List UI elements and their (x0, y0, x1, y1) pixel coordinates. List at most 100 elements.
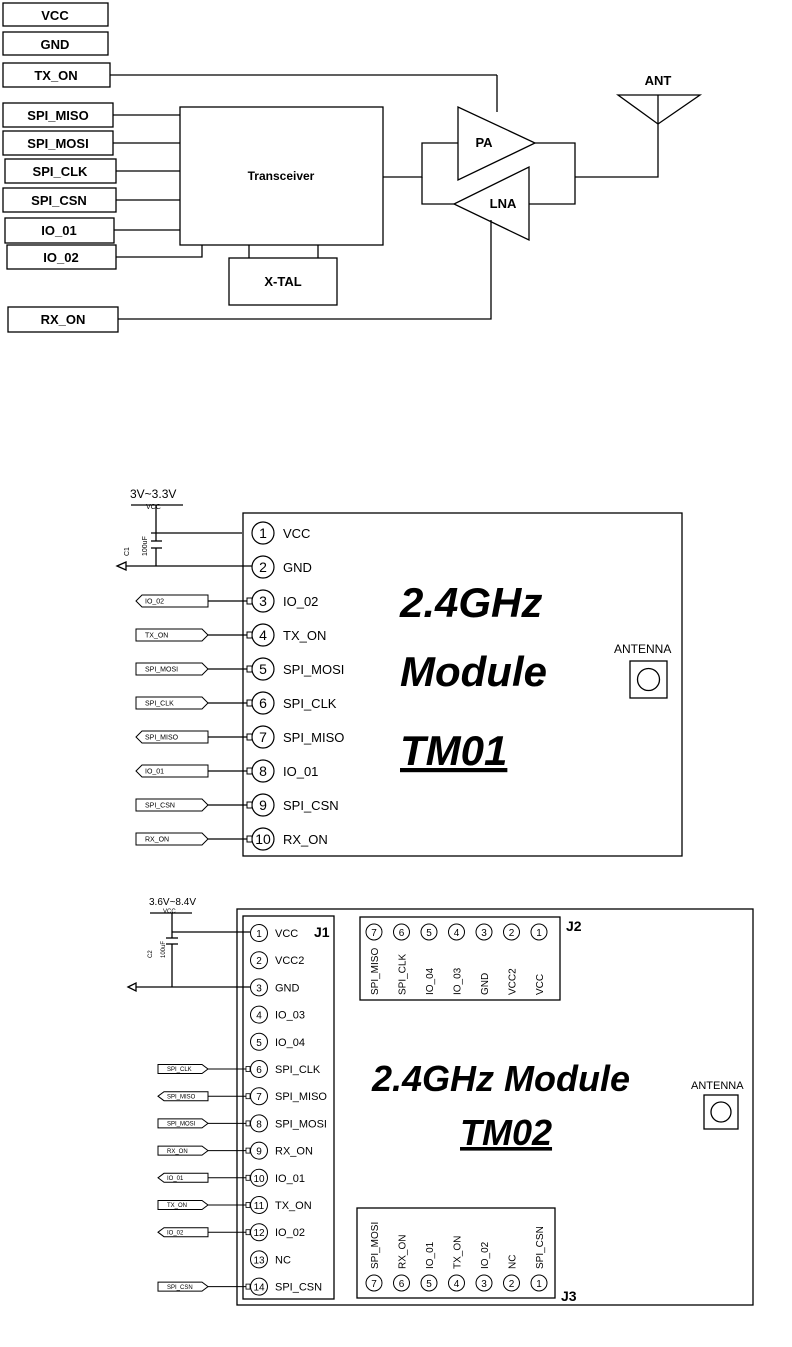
tm02-j1-pin-11-number: 11 (254, 1201, 265, 1212)
tm02-j3-pin-6-number: 6 (399, 1279, 405, 1290)
tm02-j2-pin-7-name: SPI_MISO (370, 948, 381, 995)
tm02-title-line1: 2.4GHz Module (371, 1058, 630, 1099)
tm01-pin-10-number: 10 (255, 831, 271, 847)
tm02-j2-pin-4-circle (448, 923, 465, 941)
tm02-j2-pin-5-number: 5 (426, 928, 432, 939)
tm01-pin-1-circle (251, 521, 275, 545)
tm02-j2-pin-6-circle (393, 923, 410, 941)
tm02-cap-value: 100uF (161, 941, 167, 958)
tm01-pin-2-circle (251, 555, 275, 579)
tm02-j1-outline (242, 915, 335, 1300)
pin-label-spi-miso: SPI_MISO (27, 108, 88, 123)
tm01-net-label-io-02: IO_02 (145, 599, 164, 606)
tm01-net-label-rx-on: RX_ON (145, 837, 169, 844)
tm02-net-label-spi-miso: SPI_MISO (167, 1094, 196, 1100)
tm01-antenna-pad (629, 660, 668, 699)
tm02-j2-pin-4-number: 4 (454, 928, 460, 939)
ant-label: ANT (645, 73, 672, 88)
tm02-j1-pin-3-number: 3 (256, 983, 262, 994)
tm01-pin-4-number: 4 (259, 627, 267, 643)
tm01-pin-6-name: SPI_CLK (283, 696, 337, 711)
tm02-j3-pin-3-circle (475, 1274, 493, 1292)
tm02-cap-ref: C2 (148, 950, 154, 958)
tm02-j1-pin-8-circle (250, 1114, 268, 1133)
tm02-j2-pin-5-name: IO_04 (425, 967, 436, 995)
tm01-title-line2: Module (400, 648, 547, 695)
tm02-j3-pin-4-name: TX_ON (453, 1236, 464, 1269)
tm02-j1-pin-2-name: VCC2 (275, 955, 304, 967)
tm02-net-tag-io-01 (157, 1172, 209, 1183)
tm01-supply-range: 3V~3.3V (130, 487, 176, 501)
tm02-j2-pin-7-number: 7 (371, 928, 377, 939)
tm02-j1-pin-6-number: 6 (256, 1065, 262, 1076)
pin-label-io-02: IO_02 (43, 250, 78, 265)
tm01-pin-1-number: 1 (259, 525, 267, 541)
pin-label-spi-mosi: SPI_MOSI (27, 136, 88, 151)
tm02-j1-pin-12-circle (250, 1223, 268, 1242)
tm02-j1-pin-5-name: IO_04 (275, 1037, 305, 1049)
tm01-pin-9-number: 9 (259, 797, 267, 813)
tm02-j1-pin-5-circle (250, 1032, 268, 1051)
tm01-title-line3: TM01 (400, 727, 507, 774)
tm02-j1-pin-13-number: 13 (253, 1255, 265, 1266)
tm01-pin-8-number: 8 (259, 763, 267, 779)
tm02-j3-label: J3 (561, 1288, 577, 1304)
tm02-j2-pin-3-name: GND (480, 973, 491, 995)
tm02-net-label-spi-mosi: SPI_MOSI (167, 1122, 196, 1128)
tm01-net-tag-spi-mosi (135, 662, 209, 676)
tm01-net-label-io-01: IO_01 (145, 769, 164, 776)
tm02-j3-pin-4-circle (448, 1274, 465, 1292)
tm02-j2-label: J2 (566, 918, 582, 934)
tm02-j1-pin-14-name: SPI_CSN (275, 1282, 322, 1294)
tm02-j3-pin-1-circle (530, 1274, 548, 1292)
tm02-j1-pin-6-name: SPI_CLK (275, 1064, 321, 1076)
tm01-net-tag-io-02 (135, 594, 209, 608)
tm01-pin-3-name: IO_02 (283, 594, 318, 609)
tm02-supply-range: 3.6V~8.4V (149, 897, 196, 908)
tm01-pin-5-name: SPI_MOSI (283, 662, 344, 677)
tm02-j1-pin-10-number: 10 (253, 1174, 265, 1185)
pin-label-gnd: GND (41, 37, 70, 52)
pin-label-tx-on: TX_ON (34, 68, 77, 83)
tm02-j3-pin-6-circle (393, 1274, 410, 1292)
tm02-j1-pin-1-number: 1 (256, 929, 262, 940)
tm02-j1-label: J1 (314, 924, 330, 940)
tm02-j1-pin-4-number: 4 (256, 1011, 262, 1022)
tm02-j2-pin-6-number: 6 (399, 928, 405, 939)
tm01-net-tag-rx-on (135, 832, 209, 846)
tm02-j1-pin-12-number: 12 (253, 1228, 265, 1239)
tm02-j1-pin-1-name: VCC (275, 928, 298, 940)
xtal-box (228, 257, 338, 306)
tm02-j3-pin-2-name: NC (508, 1255, 519, 1269)
tm02-j1-pin-5-number: 5 (256, 1038, 262, 1049)
tm02-j2-pin-7-circle (365, 923, 383, 941)
tm01-net-label-tx-on: TX_ON (145, 633, 168, 640)
tm01-pin-4-name: TX_ON (283, 628, 326, 643)
tm02-vcc-net: VCC (163, 909, 176, 915)
pin-label-io-01: IO_01 (41, 223, 76, 238)
tm02-j1-pin-7-circle (250, 1087, 268, 1106)
tm02-j3-outline (356, 1207, 556, 1299)
tm02-j3-pin-2-circle (503, 1274, 520, 1292)
tm02-antenna-label: ANTENNA (691, 1080, 744, 1092)
block-diagram-pin-labels: VCC GND TX_ON SPI_MISO SPI_MOSI SPI_CLK … (2, 2, 119, 333)
tm01-pin-2-number: 2 (259, 559, 267, 575)
tm02-j1-pin-1-circle (250, 924, 268, 942)
tm01-title-line1: 2.4GHz (399, 579, 542, 626)
tm02-j1-pin-4-name: IO_03 (275, 1010, 305, 1022)
tm02-j3-pin-6-name: RX_ON (398, 1235, 409, 1269)
tm02-j1-pin-10-name: IO_01 (275, 1173, 305, 1185)
tm02-j2-pin-3-circle (475, 923, 493, 941)
tm01-pin-7-number: 7 (259, 729, 267, 745)
tm02-j1-pin-9-circle (250, 1141, 268, 1160)
tm02-antenna-pad (703, 1094, 739, 1130)
tm01-net-label-spi-csn: SPI_CSN (145, 803, 175, 810)
tm01-pin-1-name: VCC (283, 526, 310, 541)
tm01-net-label-spi-clk: SPI_CLK (145, 701, 174, 708)
tm02-j2-pin-1-number: 1 (536, 928, 542, 939)
tm02-j1-pin-8-name: SPI_MOSI (275, 1118, 327, 1130)
tm02-j1-pin-12-name: IO_02 (275, 1227, 305, 1239)
tm02-j1-pin-6-circle (250, 1060, 268, 1078)
